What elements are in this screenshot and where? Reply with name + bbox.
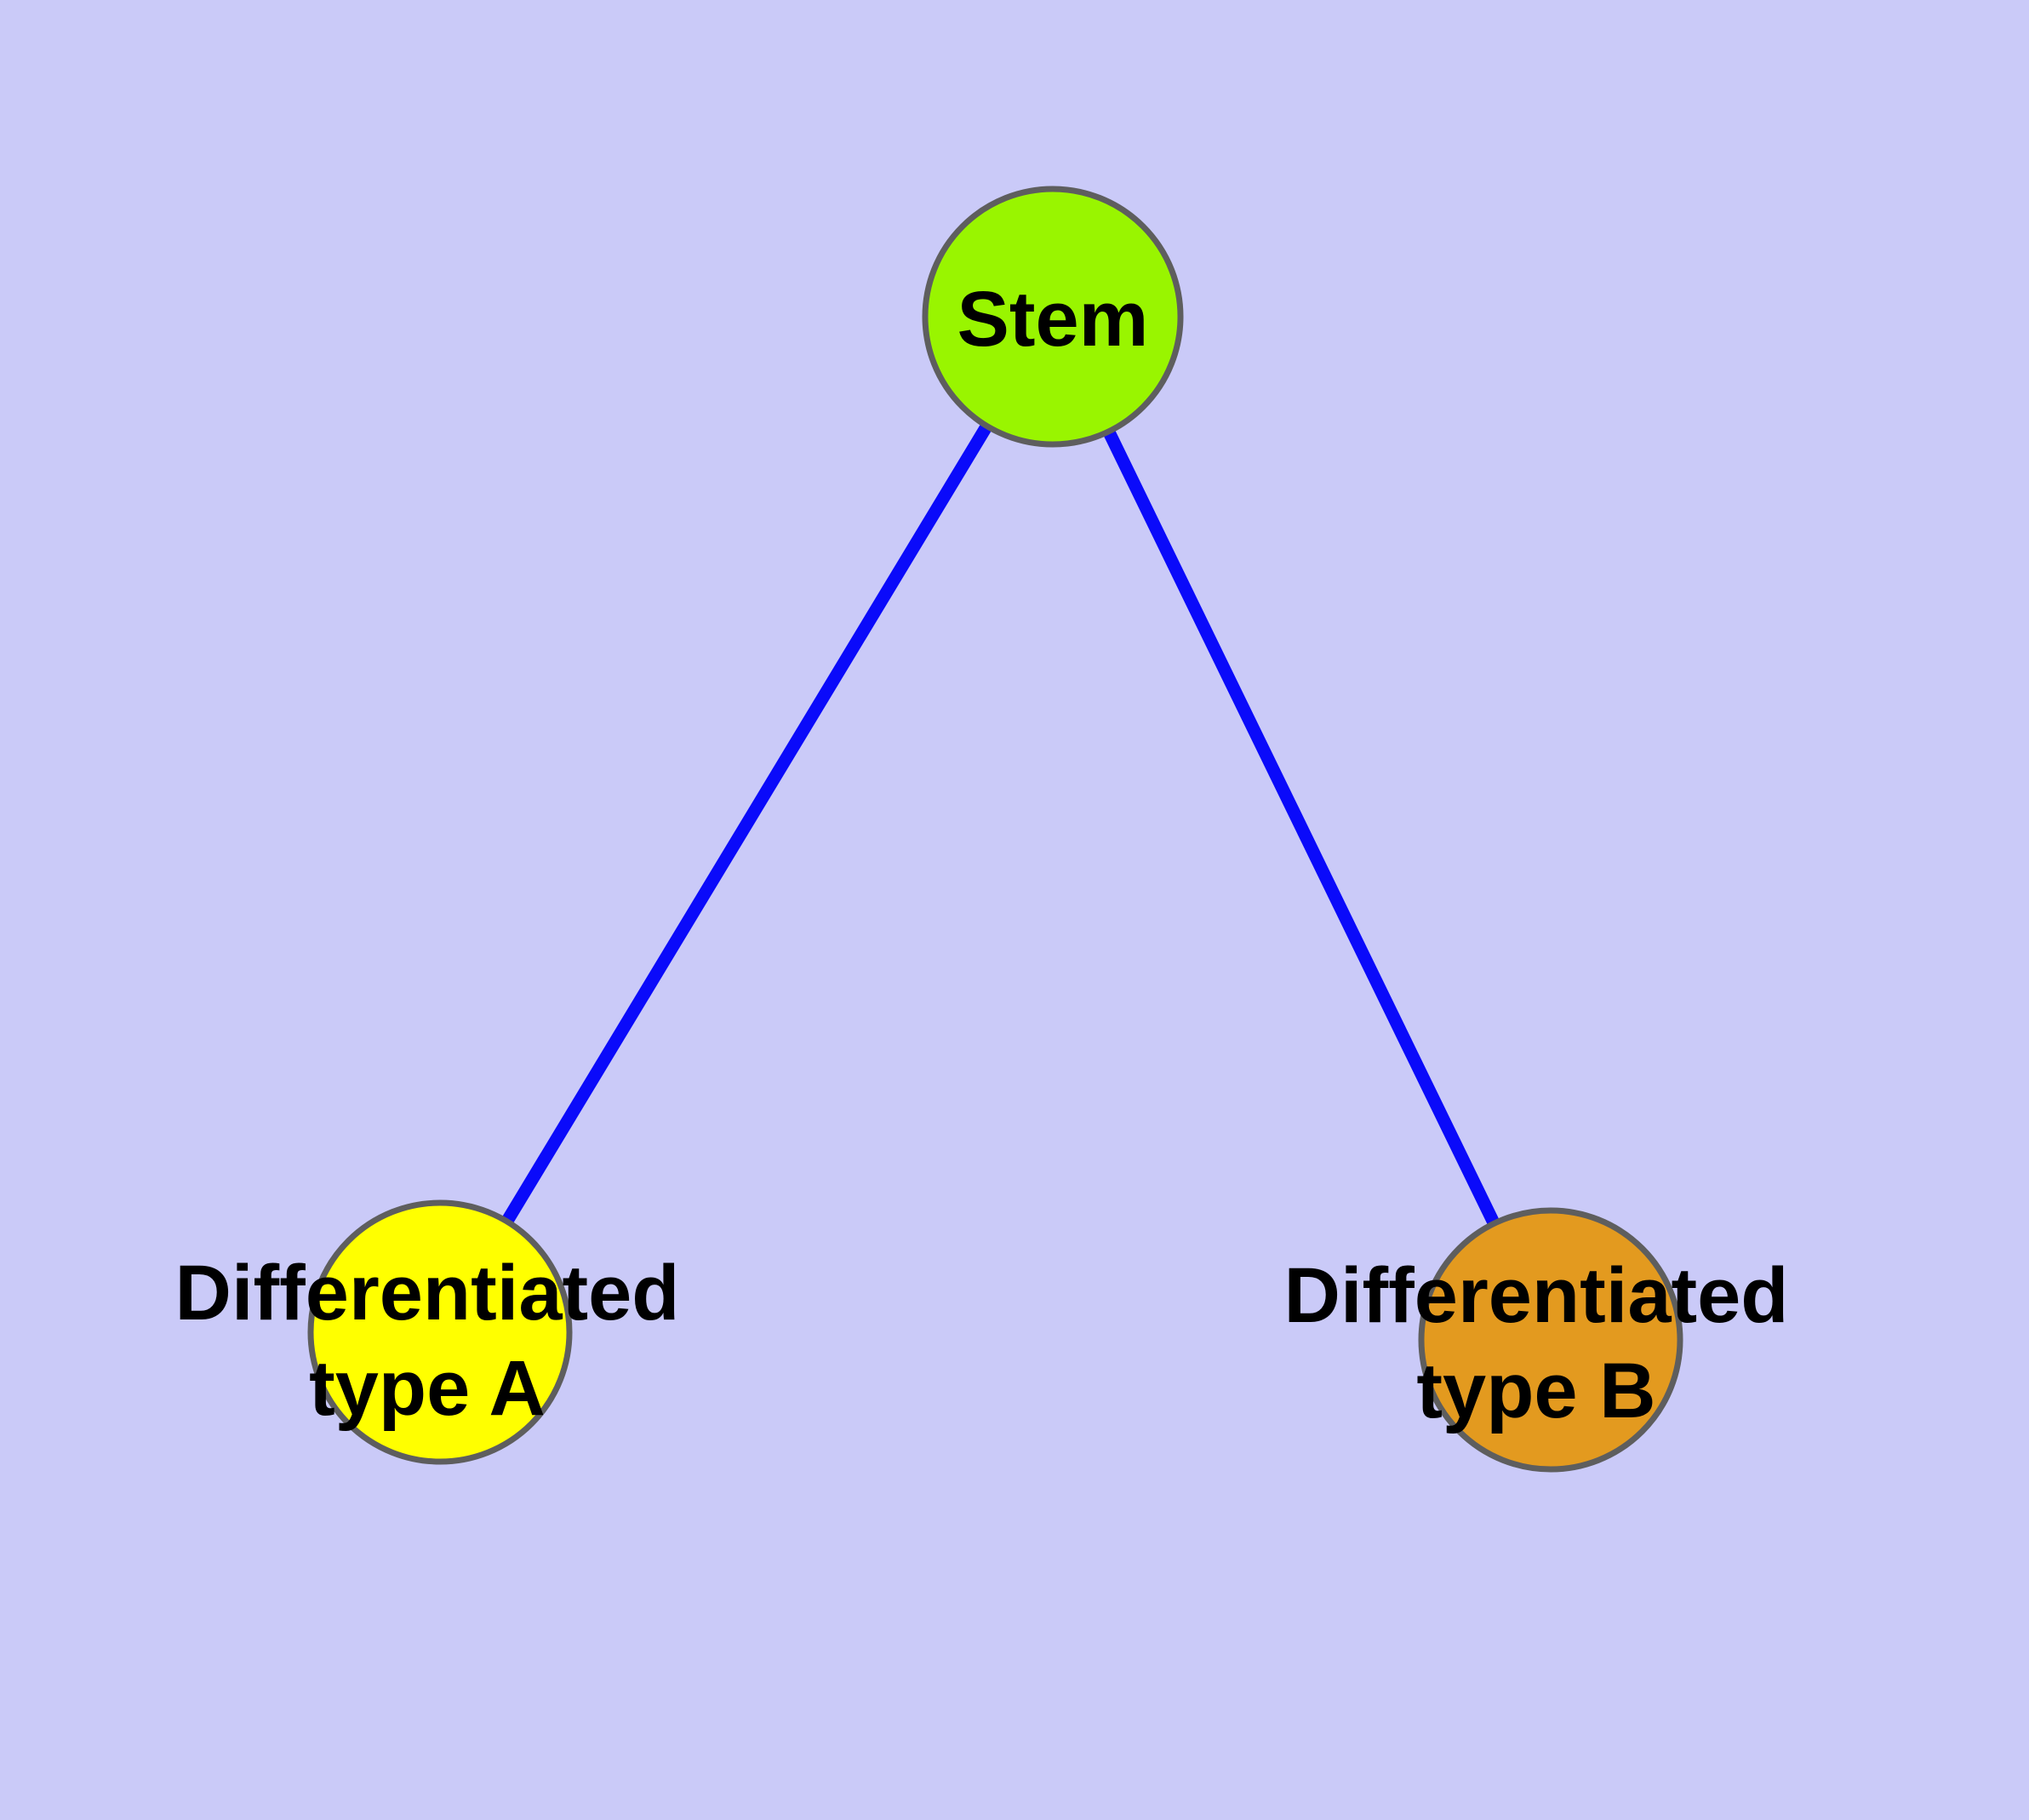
node-differentiated-type-b-label: Differentiated type B [1284,1248,1789,1439]
node-differentiated-type-b-label-line2: type B [1416,1348,1656,1434]
node-differentiated-type-a-label-line1: Differentiated [174,1250,680,1336]
node-differentiated-type-b-circle [1418,1207,1683,1473]
node-differentiated-type-b-label-line1: Differentiated [1283,1252,1789,1339]
node-stem-circle [922,186,1184,448]
node-differentiated-type-a-circle [307,1199,573,1465]
edge-stem-to-type-b [1047,313,1557,1343]
node-differentiated-type-a-label-line2: type A [309,1345,546,1432]
node-stem-label: Stem [957,276,1149,363]
edge-stem-to-type-a [434,313,1059,1336]
node-differentiated-type-a-label: Differentiated type A [175,1245,680,1436]
